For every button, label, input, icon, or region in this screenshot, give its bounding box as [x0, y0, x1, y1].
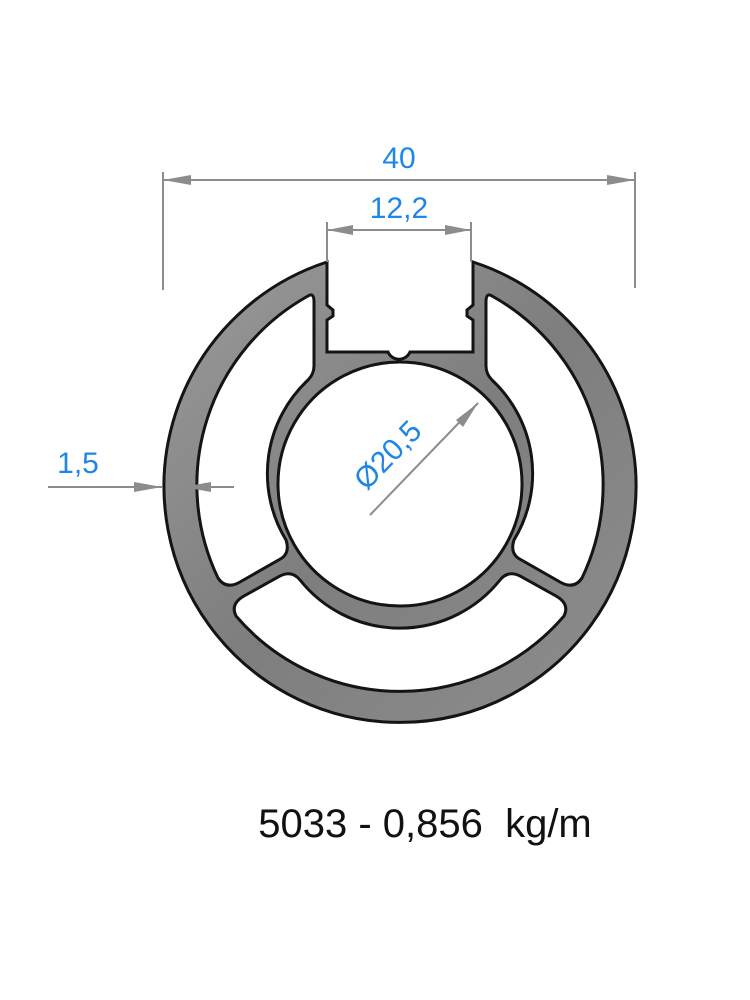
dimension-slot-width: 12,2 — [326, 192, 472, 262]
profile-body — [162, 259, 638, 724]
arrowhead-left — [327, 225, 353, 235]
dimension-outer-width: 40 — [162, 142, 636, 290]
profile-caption: 5033 - 0,856 kg/m — [258, 802, 592, 846]
arrowhead-right — [445, 225, 471, 235]
profile-section — [162, 259, 638, 724]
dimension-bore-diameter-label: Ø20,5 — [348, 415, 429, 497]
arrowhead-right — [607, 175, 635, 185]
dimension-bore-diameter: Ø20,5 — [348, 402, 479, 516]
arrowhead-right — [134, 482, 162, 492]
arrowhead-up-right — [456, 403, 478, 427]
dimension-wall-thickness: 1,5 — [48, 447, 234, 492]
arrowhead-left — [163, 175, 191, 185]
arrowhead-left — [183, 482, 211, 492]
dimension-outer-width-label: 40 — [382, 142, 415, 175]
dimension-slot-width-label: 12,2 — [370, 192, 428, 225]
dimension-wall-thickness-label: 1,5 — [57, 447, 99, 480]
